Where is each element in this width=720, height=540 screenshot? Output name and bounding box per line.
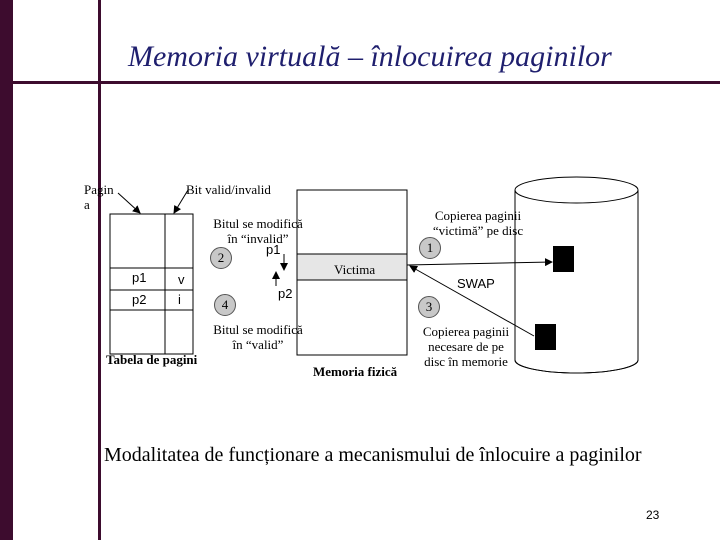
slide-caption: Modalitatea de funcționare a mecanismulu… xyxy=(104,444,642,466)
p1-arrow-label: p1 xyxy=(266,242,281,257)
table-row-bit: i xyxy=(178,292,181,307)
p2-arrow-label: p2 xyxy=(278,286,293,301)
table-row-page: p1 xyxy=(132,270,147,285)
bit-valid-note: Bitul se modifică în “valid” xyxy=(213,322,303,352)
page-number: 23 xyxy=(646,508,660,522)
step-4-badge: 4 xyxy=(214,294,236,316)
table-row-bit: v xyxy=(178,272,185,287)
page-table xyxy=(109,213,194,355)
slide-sidebar xyxy=(0,0,13,540)
physical-memory xyxy=(296,189,408,356)
bit-invalid-note: Bitul se modifică în “invalid” xyxy=(213,216,303,246)
physical-memory-label: Memoria fizică xyxy=(313,364,398,379)
bit-valid-label: Bit valid/invalid xyxy=(186,182,271,197)
swap-disk xyxy=(514,176,639,374)
step-3-badge: 3 xyxy=(418,296,440,318)
bit-valid-arrow xyxy=(173,189,189,214)
page-table-label: Tabela de pagini xyxy=(106,352,198,367)
pagina-arrow xyxy=(117,192,141,214)
swap-label: SWAP xyxy=(457,276,495,291)
victim-label: Victima xyxy=(334,262,376,277)
table-row-page: p2 xyxy=(132,292,147,307)
swap-out-arrow xyxy=(406,258,553,267)
swap-in-arrow xyxy=(409,265,535,337)
pagina-label: Pagin a xyxy=(84,182,114,212)
title-divider-line xyxy=(13,81,720,84)
step-2-badge: 2 xyxy=(210,247,232,269)
step-1-badge: 1 xyxy=(419,237,441,259)
slide-title: Memoria virtuală – înlocuirea paginilor xyxy=(128,40,612,73)
copy-victim-label: Copierea paginii “victimă” pe disc xyxy=(432,208,524,238)
left-divider-line xyxy=(98,0,101,540)
copy-needed-label: Copierea paginii necesare de pe disc în … xyxy=(422,324,510,369)
